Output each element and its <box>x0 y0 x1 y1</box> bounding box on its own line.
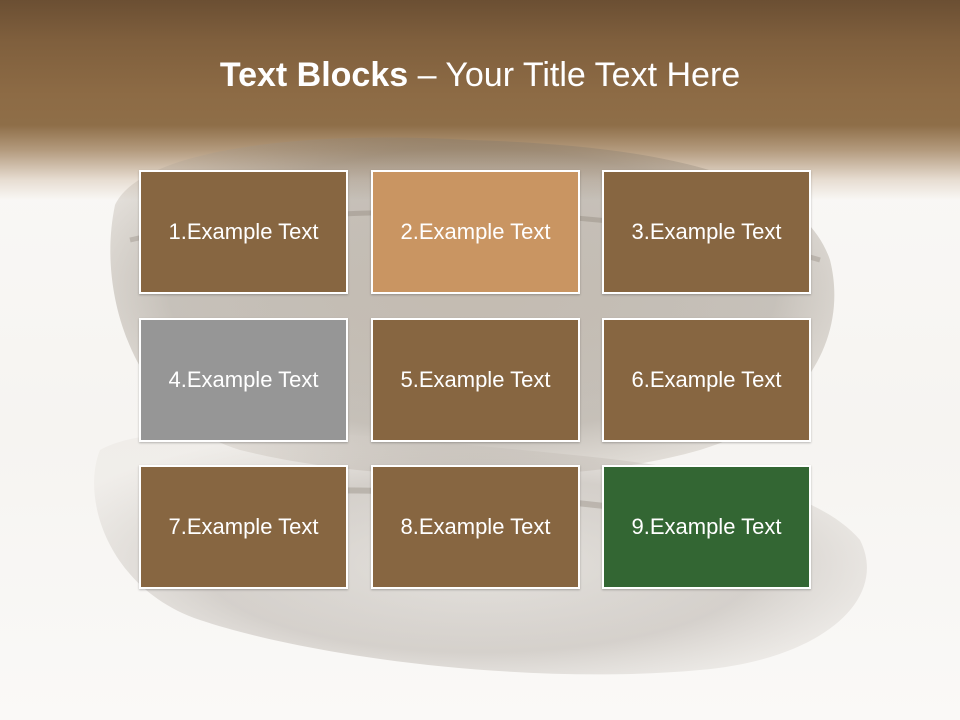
text-block-label: 3.Example Text <box>631 219 782 244</box>
text-block-label: 9.Example Text <box>631 514 782 539</box>
title-separator: – <box>408 56 446 94</box>
text-block-7[interactable]: 7.Example Text <box>139 465 348 589</box>
text-block-1[interactable]: 1.Example Text <box>139 170 348 294</box>
text-block-label: 4.Example Text <box>168 367 319 392</box>
text-block-6[interactable]: 6.Example Text <box>602 318 811 442</box>
text-block-label: 1.Example Text <box>168 219 319 244</box>
text-block-label: 8.Example Text <box>400 514 551 539</box>
text-block-3[interactable]: 3.Example Text <box>602 170 811 294</box>
text-block-2[interactable]: 2.Example Text <box>371 170 580 294</box>
text-block-label: 2.Example Text <box>400 219 551 244</box>
text-block-5[interactable]: 5.Example Text <box>371 318 580 442</box>
text-block-4[interactable]: 4.Example Text <box>139 318 348 442</box>
text-block-9[interactable]: 9.Example Text <box>602 465 811 589</box>
text-block-label: 7.Example Text <box>168 514 319 539</box>
title-bold: Text Blocks <box>219 56 409 94</box>
slide-title: Text Blocks – Your Title Text Here <box>0 50 960 100</box>
text-block-label: 5.Example Text <box>400 367 551 392</box>
title-rest: Your Title Text Here <box>445 56 741 94</box>
text-block-label: 6.Example Text <box>631 367 782 392</box>
text-block-8[interactable]: 8.Example Text <box>371 465 580 589</box>
